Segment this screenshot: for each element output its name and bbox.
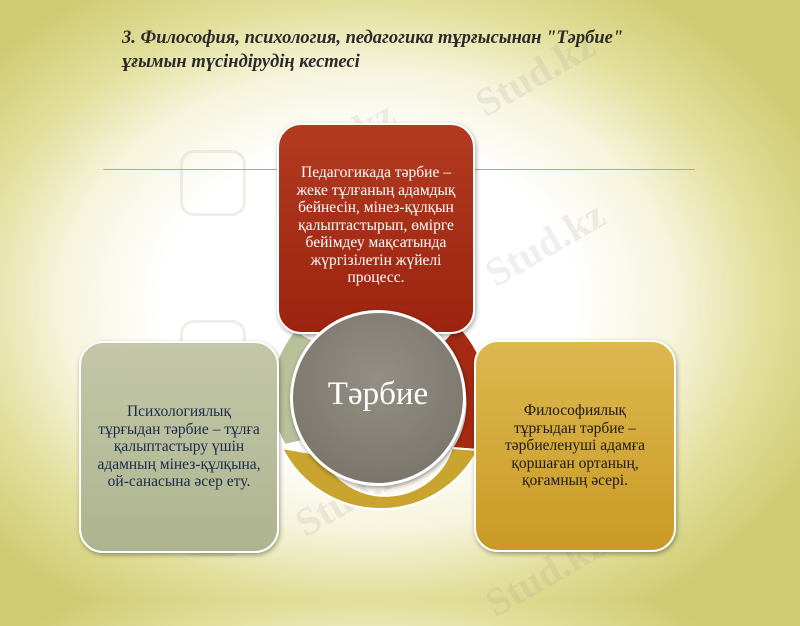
cycle-diagram: Педагогикада тәрбие – жеке тұлғаның адам… [79, 123, 676, 553]
psychology-box: Психологиялық тұрғыдан тәрбие – тұлға қа… [79, 341, 279, 553]
pedagogy-box: Педагогикада тәрбие – жеке тұлғаның адам… [277, 123, 475, 334]
pedagogy-text: Педагогикада тәрбие – жеке тұлғаның адам… [296, 164, 456, 287]
slide-title: 3. Философия, психология, педагогика тұр… [122, 26, 762, 74]
slide-title-line-2: ұғымын түсіндірудің кестесі [122, 52, 360, 72]
psychology-text: Психологиялық тұрғыдан тәрбие – тұлға қа… [97, 403, 261, 491]
ring-arc-gold [280, 446, 480, 511]
slide-title-line-1: 3. Философия, психология, педагогика тұр… [122, 28, 624, 48]
center-circle: Тәрбие [290, 310, 466, 486]
center-label: Тәрбие [327, 375, 429, 412]
philosophy-text: Философиялық тұрғыдан тәрбие – тәрбиелен… [505, 402, 645, 490]
philosophy-box: Философиялық тұрғыдан тәрбие – тәрбиелен… [474, 340, 676, 552]
